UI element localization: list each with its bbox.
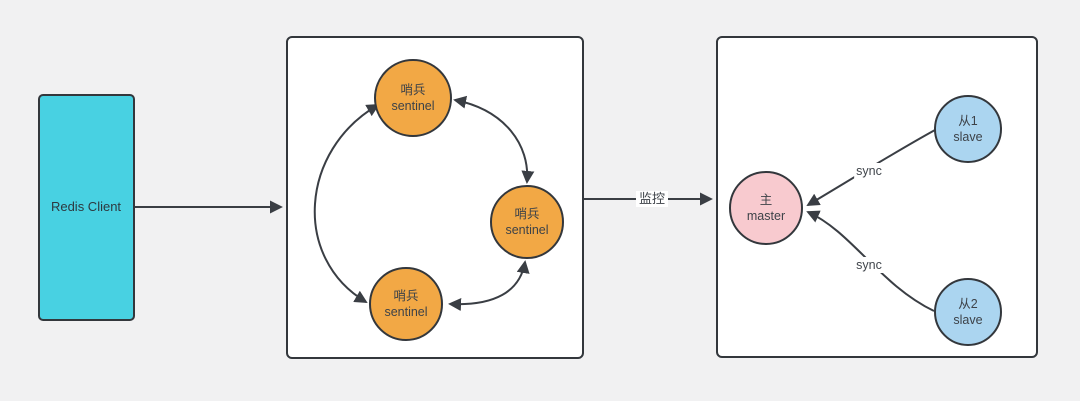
sync-label-top: sync bbox=[854, 163, 884, 179]
sentinel-right-label: 哨兵 sentinel bbox=[505, 206, 548, 238]
sentinel-top-right-arc bbox=[453, 95, 535, 184]
slave2-label: 从2 slave bbox=[953, 296, 982, 328]
slave1-label: 从1 slave bbox=[953, 113, 982, 145]
slave1-label-en: slave bbox=[953, 130, 983, 144]
sync-label-bottom: sync bbox=[854, 257, 884, 273]
sentinel-right-bottom-arc bbox=[448, 260, 530, 311]
sentinel-top-bottom-arc bbox=[313, 104, 380, 303]
sentinel-top-label-zh: 哨兵 bbox=[400, 83, 426, 97]
master-label-zh: 主 bbox=[759, 193, 773, 207]
monitor-arrow-label: 监控 bbox=[635, 191, 669, 207]
sentinel-node-top bbox=[374, 59, 452, 137]
slave2-node bbox=[934, 278, 1002, 346]
sentinel-bottom-label: 哨兵 sentinel bbox=[384, 288, 427, 320]
sentinel-bottom-label-en: sentinel bbox=[384, 305, 428, 319]
redis-client-label: Redis Client bbox=[50, 199, 122, 214]
master-label-en: master bbox=[746, 209, 786, 223]
sentinel-right-label-zh: 哨兵 bbox=[514, 207, 540, 221]
slave1-label-zh: 从1 bbox=[958, 114, 978, 128]
master-node bbox=[729, 171, 803, 245]
sentinel-top-label-en: sentinel bbox=[391, 99, 435, 113]
sentinel-bottom-label-zh: 哨兵 bbox=[393, 289, 419, 303]
sentinel-node-right bbox=[490, 185, 564, 259]
master-label: 主 master bbox=[747, 192, 785, 224]
slave2-label-en: slave bbox=[953, 313, 983, 327]
slave1-node bbox=[934, 95, 1002, 163]
slave2-label-zh: 从2 bbox=[958, 297, 978, 311]
sentinel-top-label: 哨兵 sentinel bbox=[391, 82, 434, 114]
sentinel-right-label-en: sentinel bbox=[505, 223, 549, 237]
redis-client-box bbox=[38, 94, 135, 321]
sentinel-node-bottom bbox=[369, 267, 443, 341]
